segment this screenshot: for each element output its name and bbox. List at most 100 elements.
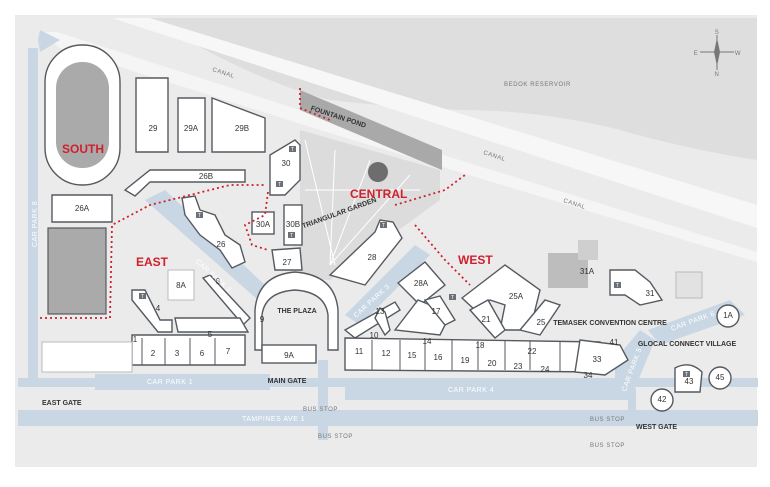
compass-s: S xyxy=(715,30,720,36)
label-9a: 9A xyxy=(284,351,294,360)
building-5[interactable] xyxy=(174,317,250,333)
building-26b[interactable] xyxy=(123,169,246,197)
label-12: 12 xyxy=(382,349,391,358)
garden-paths xyxy=(304,139,420,266)
label-29b: 29B xyxy=(235,124,249,133)
building-13[interactable] xyxy=(374,306,391,337)
building-45[interactable] xyxy=(716,304,740,328)
building-28[interactable] xyxy=(328,219,403,286)
plaza-arc[interactable] xyxy=(254,271,339,351)
label-15: 15 xyxy=(408,351,417,360)
svg-text:T: T xyxy=(141,294,144,300)
label-29: 29 xyxy=(149,124,158,133)
fountain-pond xyxy=(300,90,442,170)
svg-text:T: T xyxy=(382,223,385,229)
building-41[interactable] xyxy=(650,388,674,412)
toilet-icon xyxy=(380,222,387,228)
label-42: 43 xyxy=(685,377,694,386)
main-gate-label: MAIN GATE xyxy=(268,378,307,385)
compass-w: W xyxy=(735,51,741,57)
bus-stop-4: BUS STOP xyxy=(590,443,625,449)
toilet-icons: T T T T T T T T T xyxy=(139,146,690,378)
toilet-icon xyxy=(139,293,146,299)
label-31: 31 xyxy=(646,289,655,298)
boundary-central-west-2 xyxy=(414,224,471,286)
label-5: 5 xyxy=(208,330,213,339)
label-33: 34 xyxy=(584,371,593,380)
label-23: 23 xyxy=(514,362,523,371)
fountain-circle xyxy=(368,162,388,182)
label-9: 9 xyxy=(260,315,265,324)
building-29[interactable] xyxy=(135,77,169,153)
label-22: 22 xyxy=(528,347,537,356)
road-top-left xyxy=(38,30,60,52)
building-21[interactable] xyxy=(468,299,506,339)
building-29a[interactable] xyxy=(177,97,206,153)
tennis-court xyxy=(675,271,703,299)
label-34: 41 xyxy=(610,338,619,347)
label-8: 8 xyxy=(216,277,221,286)
car-park-8-label: CAR PARK 8 xyxy=(32,201,39,247)
building-28a[interactable] xyxy=(396,261,447,306)
building-26a[interactable] xyxy=(51,194,113,223)
building-42[interactable] xyxy=(674,364,703,393)
building-31[interactable] xyxy=(609,269,664,306)
car-park-2-road xyxy=(145,190,270,300)
building-4[interactable] xyxy=(131,289,173,333)
svg-text:T: T xyxy=(290,233,293,239)
svg-text:T: T xyxy=(198,213,201,219)
building-31a-annex xyxy=(578,240,598,260)
sports-field xyxy=(47,227,107,315)
building-8[interactable] xyxy=(201,274,251,327)
label-28: 28 xyxy=(368,253,377,262)
tampines-ave-label: TAMPINES AVE 1 xyxy=(242,416,305,423)
label-24: 24 xyxy=(541,365,550,374)
building-43[interactable] xyxy=(708,366,732,390)
zone-south-label: SOUTH xyxy=(62,142,104,156)
car-park-1-label: CAR PARK 1 xyxy=(147,379,193,386)
building-9a[interactable] xyxy=(261,344,317,364)
car-park-5-road xyxy=(615,330,655,400)
label-25a: 25A xyxy=(509,292,524,301)
label-26b: 26B xyxy=(199,172,213,181)
label-27: 27 xyxy=(283,258,292,267)
toilet-icon xyxy=(289,146,296,152)
label-43: 45 xyxy=(716,373,725,382)
temasek-centre-label: TEMASEK CONVENTION CENTRE xyxy=(553,320,667,327)
boundary-east-central xyxy=(243,191,269,251)
svg-text:T: T xyxy=(278,182,281,188)
toilet-icon xyxy=(614,282,621,288)
building-17[interactable] xyxy=(423,295,457,326)
building-29b[interactable] xyxy=(211,96,266,153)
compass-n: N xyxy=(715,72,720,78)
label-3: 3 xyxy=(175,349,180,358)
label-32: 33 xyxy=(593,355,602,364)
building-27[interactable] xyxy=(271,247,303,271)
building-30a[interactable] xyxy=(251,211,275,235)
car-park-1-road xyxy=(95,374,270,390)
car-park-3-road xyxy=(345,245,430,325)
building-8a[interactable] xyxy=(167,269,195,301)
zone-west-label: WEST xyxy=(458,253,493,267)
plaza-label: THE PLAZA xyxy=(277,308,316,315)
boundary-central-top xyxy=(299,88,331,121)
svg-text:T: T xyxy=(291,147,294,153)
building-32[interactable] xyxy=(574,339,629,376)
building-1a[interactable] xyxy=(41,341,133,373)
building-25[interactable] xyxy=(518,299,562,336)
reservoir-label: BEDOK RESERVOIR xyxy=(504,82,571,88)
label-2: 2 xyxy=(151,349,156,358)
label-19: 19 xyxy=(461,356,470,365)
main-gate-road xyxy=(318,360,328,440)
label-41: 42 xyxy=(658,395,667,404)
label-30a: 30A xyxy=(256,220,271,229)
label-14: 14 xyxy=(423,337,432,346)
toilet-icon xyxy=(276,181,283,187)
svg-text:T: T xyxy=(685,372,688,378)
label-28a: 28A xyxy=(414,279,429,288)
label-29a: 29A xyxy=(184,124,199,133)
bus-stop-1: BUS STOP xyxy=(303,407,338,413)
label-4: 4 xyxy=(156,304,161,313)
car-park-8-road xyxy=(28,48,38,378)
east-gate-label: EAST GATE xyxy=(42,400,82,407)
